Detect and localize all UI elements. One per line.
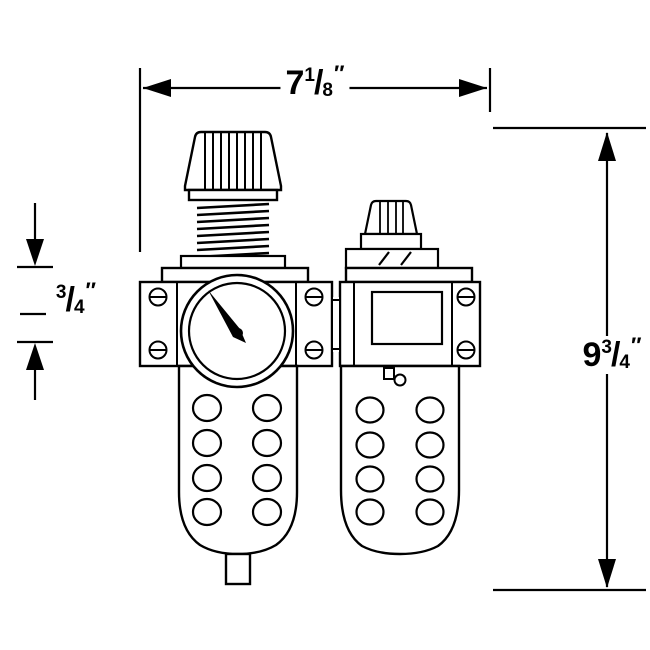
regulator-threads (196, 202, 270, 259)
filter-bowl (177, 364, 299, 586)
fraction-slash: / (610, 336, 621, 374)
drain-stem (224, 552, 252, 586)
dimension-whole: 9 (582, 336, 602, 374)
dimension-numerator: 3 (601, 336, 612, 358)
port-dimension-label: 3/4″ (50, 278, 102, 319)
lubricator-bowl (339, 364, 461, 556)
mounting-screws (148, 287, 476, 360)
mounting-screw (304, 340, 324, 360)
dimension-numerator: 3 (55, 281, 67, 303)
lubricator-knob (344, 199, 440, 270)
mounting-screw (148, 340, 168, 360)
bowl-holes (191, 393, 283, 527)
lubricator-body-block (338, 280, 482, 368)
drain-fitting (383, 367, 407, 387)
fraction-slash: / (65, 281, 75, 319)
lubricator-body-lip (344, 266, 474, 284)
regulator-flange (179, 254, 287, 270)
mounting-screw (304, 287, 324, 307)
pressure-gauge (179, 273, 295, 389)
knob-ribs (204, 133, 262, 189)
mounting-screw (148, 287, 168, 307)
sight-window (370, 290, 444, 346)
dimension-denominator: 4 (619, 351, 630, 373)
mounting-screw (456, 287, 476, 307)
bowl-holes (355, 396, 445, 526)
knob-ribs (379, 202, 404, 233)
body-connection-fill (333, 297, 339, 352)
inch-mark: ″ (333, 61, 345, 86)
regulator-knob (183, 130, 283, 202)
port-dimension (17, 203, 53, 400)
dimension-whole: 7 (285, 64, 305, 102)
arrow-down-icon (26, 239, 44, 266)
inch-mark: ″ (85, 278, 97, 303)
manifold-body (138, 266, 482, 368)
dimension-denominator: 8 (322, 79, 333, 101)
arrow-right-icon (459, 79, 487, 97)
arrow-left-icon (143, 79, 171, 97)
height-dimension (493, 126, 646, 592)
vent-mark (400, 251, 412, 266)
mounting-screw (456, 340, 476, 360)
fraction-slash: / (313, 64, 324, 102)
dimension-denominator: 4 (73, 296, 85, 318)
dimension-numerator: 1 (304, 64, 315, 86)
inch-mark: ″ (630, 333, 642, 358)
arrow-up-icon (26, 343, 44, 370)
vent-mark (378, 251, 390, 266)
arrow-up-icon (598, 132, 616, 161)
arrow-down-icon (598, 559, 616, 588)
gauge-hub (233, 328, 243, 338)
